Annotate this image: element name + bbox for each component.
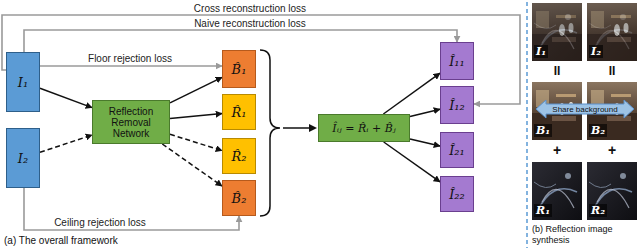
share-arrow (536, 100, 634, 118)
flow-arrow (384, 142, 440, 182)
photo-label: R₂ (589, 204, 607, 217)
photo-i2-reflection (587, 3, 637, 61)
math-label: Î₂₁ (449, 143, 465, 158)
tensor-box: R̂₂ (222, 138, 256, 174)
network-box: Reflection Removal Network (92, 100, 170, 144)
brace-arrow (283, 127, 312, 129)
tensor-box: B̂₁ (222, 50, 256, 88)
caption: (a) The overall framework (4, 235, 118, 246)
photo-label: B₂ (589, 124, 607, 137)
loss-connector (24, 30, 457, 52)
math-label: Îᵢⱼ = R̂ᵢ + B̂ⱼ (332, 121, 395, 136)
brace (260, 50, 280, 216)
photo-label: I₂ (589, 45, 603, 58)
loss-label: Naive reconstruction loss (192, 18, 308, 29)
photo-i1 (532, 3, 582, 61)
photo-label: B₁ (534, 124, 552, 137)
flow-arrow (170, 114, 222, 119)
symbol-label: + (608, 142, 616, 159)
flow-arrow (170, 77, 222, 103)
math-label: B̂₂ (232, 191, 247, 206)
tensor-box: B̂₂ (222, 180, 256, 216)
math-label: Î₁₁ (449, 54, 465, 69)
math-label: B̂₁ (232, 62, 247, 77)
tensor-box: Î₂₂ (440, 176, 474, 212)
math-label: R̂₁ (232, 105, 247, 120)
photo-label: R₁ (534, 204, 552, 217)
photo-i1-reflection (532, 3, 582, 61)
loss-label: Floor rejection loss (86, 53, 174, 64)
photo-label: I₁ (534, 45, 548, 58)
arrow-head (309, 124, 317, 132)
loss-label: Ceiling rejection loss (52, 217, 148, 228)
flow-arrow (410, 139, 440, 146)
math-label: I₂ (18, 151, 28, 166)
panel-separator (526, 2, 528, 248)
tensor-box: I₂ (6, 128, 40, 188)
tensor-box: Îᵢⱼ = R̂ᵢ + B̂ⱼ (318, 114, 410, 142)
loss-connector (24, 188, 239, 230)
tensor-box: I₁ (6, 52, 40, 112)
math-label: R̂₂ (232, 149, 247, 164)
flow-arrow (170, 134, 222, 150)
symbol-label: II (609, 63, 616, 79)
symbol-label: + (553, 142, 561, 159)
symbol-label: Share background (552, 105, 617, 114)
flow-arrow (162, 144, 222, 186)
loss-connector (40, 65, 222, 67)
photo-r1 (532, 162, 582, 220)
flow-arrow (40, 135, 92, 152)
flow-arrow (410, 109, 440, 116)
flow-arrow (40, 88, 92, 107)
tensor-box: R̂₁ (222, 94, 256, 130)
tensor-box: Î₁₂ (440, 86, 474, 124)
math-label: Î₁₂ (449, 98, 465, 113)
flow-arrow (383, 73, 440, 114)
math-label: Î₂₂ (449, 187, 465, 202)
photo-r2 (587, 162, 637, 220)
math-label: I₁ (18, 75, 28, 90)
caption: (b) Reflection image synthesis (532, 224, 638, 246)
box-label: Reflection Removal Network (93, 106, 169, 139)
loss-label: Cross reconstruction loss (192, 3, 308, 14)
tensor-box: Î₂₁ (440, 132, 474, 168)
symbol-label: II (554, 63, 561, 79)
photo-i2 (587, 3, 637, 61)
tensor-box: Î₁₁ (440, 42, 474, 80)
